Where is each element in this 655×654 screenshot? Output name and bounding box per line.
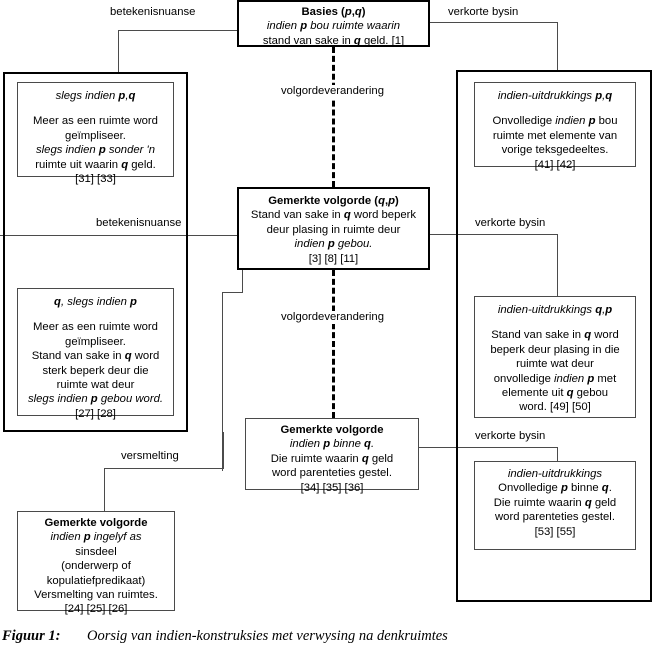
connector-bottom-right-h <box>419 447 558 448</box>
node-slegs-pq-line4: ruimte uit waarin q geld. <box>35 158 156 171</box>
node-q-slegs-indien-p[interactable]: q, slegs indien p Meer as een ruimte wor… <box>17 288 174 420</box>
node-iu-qp-line5: elemente uit q gebou <box>501 387 609 400</box>
node-slegs-pq-line3: slegs indien p sonder 'n <box>36 144 155 157</box>
node-indien-uitdrukkings-qp[interactable]: indien-uitdrukkings q,p Stand van sake i… <box>474 296 636 418</box>
connector-volgordeverandering-bottom <box>332 270 335 418</box>
node-gvb-refs: [34] [35] [36] <box>300 481 364 494</box>
connector-basies-right-v <box>557 22 558 72</box>
node-basies-title: Basies (p,q) <box>301 6 366 18</box>
right-group-container <box>456 70 652 602</box>
node-basies[interactable]: Basies (p,q) indien p bou ruimte waarin … <box>237 0 430 47</box>
node-q-slegs-refs: [27] [28] <box>75 407 116 420</box>
node-q-slegs-line1: Meer as een ruimte word <box>33 321 158 334</box>
connector-versmelting-h <box>104 468 224 469</box>
node-slegs-pq-title: slegs indien p,q <box>55 90 136 102</box>
edge-label-betekenisnuanse-mid: betekenisnuanse <box>93 217 185 230</box>
edge-label-verkorte-bysin-mid: verkorte bysin <box>472 217 549 230</box>
connector-versmelting-v-right <box>223 432 224 468</box>
connector-mid-stub-v1 <box>242 270 243 292</box>
node-gvqp-line1: Stand van sake in q word beperk <box>250 209 417 222</box>
connector-mid-stub-v2 <box>222 292 223 471</box>
connector-volgordeverandering-top <box>332 47 335 187</box>
node-gvv-line4: kopulatiefpredikaat) <box>46 574 146 587</box>
node-q-slegs-title: q, slegs indien p <box>54 296 137 308</box>
node-gvqp-title: Gemerkte volgorde (q,p) <box>268 195 399 207</box>
edge-label-versmelting: versmelting <box>118 450 182 463</box>
node-iu-binne-line1: Onvolledige p binne q. <box>498 482 612 495</box>
node-iu-binne-line2: Die ruimte waarin q geld <box>493 496 617 509</box>
node-gvqp-line3: indien p gebou. <box>294 238 373 251</box>
connector-basies-right-h <box>430 22 558 23</box>
node-gvv-line3: (onderwerp of <box>61 560 131 573</box>
node-gemerkte-volgorde-qp[interactable]: Gemerkte volgorde (q,p) Stand van sake i… <box>237 187 430 270</box>
node-iu-qp-line6: word. [49] [50] <box>519 401 591 414</box>
edge-label-volgordeverandering-top: volgordeverandering <box>278 85 387 98</box>
node-slegs-indien-pq[interactable]: slegs indien p,q Meer as een ruimte word… <box>17 82 174 185</box>
spacer <box>23 103 168 114</box>
edge-label-verkorte-bysin-bottom: verkorte bysin <box>472 430 549 443</box>
connector-mid-right-h <box>430 234 558 235</box>
node-q-slegs-line5: ruimte wat deur <box>56 379 135 392</box>
spacer <box>23 309 168 320</box>
edge-label-verkorte-bysin-top: verkorte bysin <box>445 6 522 19</box>
node-gvb-line1: indien p binne q. <box>289 438 375 451</box>
node-iu-pq-refs: [41] [42] <box>534 158 576 171</box>
left-group-container <box>3 72 188 432</box>
node-slegs-pq-refs: [31] [33] <box>75 173 116 186</box>
node-q-slegs-line6: slegs indien p gebou word. <box>27 393 164 406</box>
node-q-slegs-line2: geïmpliseer. <box>65 335 126 348</box>
node-iu-pq-line1: Onvolledige indien p bou <box>492 115 618 128</box>
spacer <box>480 103 630 114</box>
node-slegs-pq-line1: Meer as een ruimte word <box>33 115 158 128</box>
node-q-slegs-line4: sterk beperk deur die <box>42 364 149 377</box>
node-slegs-pq-line2: geïmpliseer. <box>65 129 126 142</box>
node-iu-binne-title: indien-uitdrukkings <box>507 468 603 480</box>
node-iu-pq-line2: ruimte met elemente van <box>492 129 618 142</box>
figure-number: Figuur 1: <box>2 628 61 644</box>
node-gvb-line3: word parenteties gestel. <box>272 467 392 480</box>
node-gemerkte-volgorde-versmelting[interactable]: Gemerkte volgorde indien p ingelyf as si… <box>17 511 175 615</box>
node-gvv-title: Gemerkte volgorde <box>44 517 148 529</box>
edge-label-volgordeverandering-bottom: volgordeverandering <box>278 311 387 324</box>
node-iu-pq-title: indien-uitdrukkings p,q <box>497 90 613 102</box>
figure-caption-text: Oorsig van indien-konstruksies met verwy… <box>87 628 448 644</box>
node-indien-uitdrukkings-binne[interactable]: indien-uitdrukkings Onvolledige p binne … <box>474 461 636 550</box>
connector-mid-stub-h <box>222 292 243 293</box>
node-gvb-line2: Die ruimte waarin q geld <box>270 452 394 465</box>
node-indien-uitdrukkings-pq[interactable]: indien-uitdrukkings p,q Onvolledige indi… <box>474 82 636 171</box>
node-gvb-title: Gemerkte volgorde <box>280 424 384 436</box>
node-gvqp-line2: deur plasing in ruimte deur <box>266 223 401 236</box>
node-q-slegs-line3: Stand van sake in q word <box>31 350 160 363</box>
node-iu-qp-line4: onvolledige indien p met <box>493 372 617 385</box>
node-iu-qp-line2: beperk deur plasing in die <box>490 343 620 356</box>
node-basies-line2: stand van sake in q geld. [1] <box>262 34 405 47</box>
connector-basies-left-h <box>118 30 238 31</box>
figure-caption: Figuur 1: Oorsig van indien-konstruksies… <box>0 628 655 654</box>
node-gvv-line2: sinsdeel <box>75 545 117 558</box>
node-iu-qp-line3: ruimte wat deur <box>516 358 594 371</box>
node-iu-pq-line3: vorige teksgedeeltes. <box>501 144 609 157</box>
connector-basies-left-v <box>118 30 119 72</box>
node-iu-qp-line1: Stand van sake in q word <box>491 329 619 342</box>
node-gvv-refs: [24] [25] [26] <box>64 603 128 616</box>
connector-mid-left-h <box>0 235 238 236</box>
connector-mid-right-v <box>557 234 558 296</box>
edge-label-betekenisnuanse-top: betekenisnuanse <box>107 6 199 19</box>
node-basies-line1: indien p bou ruimte waarin <box>266 20 401 33</box>
connector-versmelting-v-left <box>104 468 105 511</box>
spacer <box>480 317 630 328</box>
node-gemerkte-volgorde-binne[interactable]: Gemerkte volgorde indien p binne q. Die … <box>245 418 419 494</box>
node-gvqp-refs: [3] [8] [11] <box>308 252 359 265</box>
node-gvv-line1: indien p ingelyf as <box>50 531 142 544</box>
node-gvv-line5: Versmelting van ruimtes. <box>34 589 158 602</box>
node-iu-binne-refs: [53] [55] <box>534 525 576 538</box>
node-iu-binne-line3: word parenteties gestel. <box>495 511 615 524</box>
node-iu-qp-title: indien-uitdrukkings q,p <box>497 304 613 316</box>
connector-bottom-right-v <box>557 447 558 471</box>
